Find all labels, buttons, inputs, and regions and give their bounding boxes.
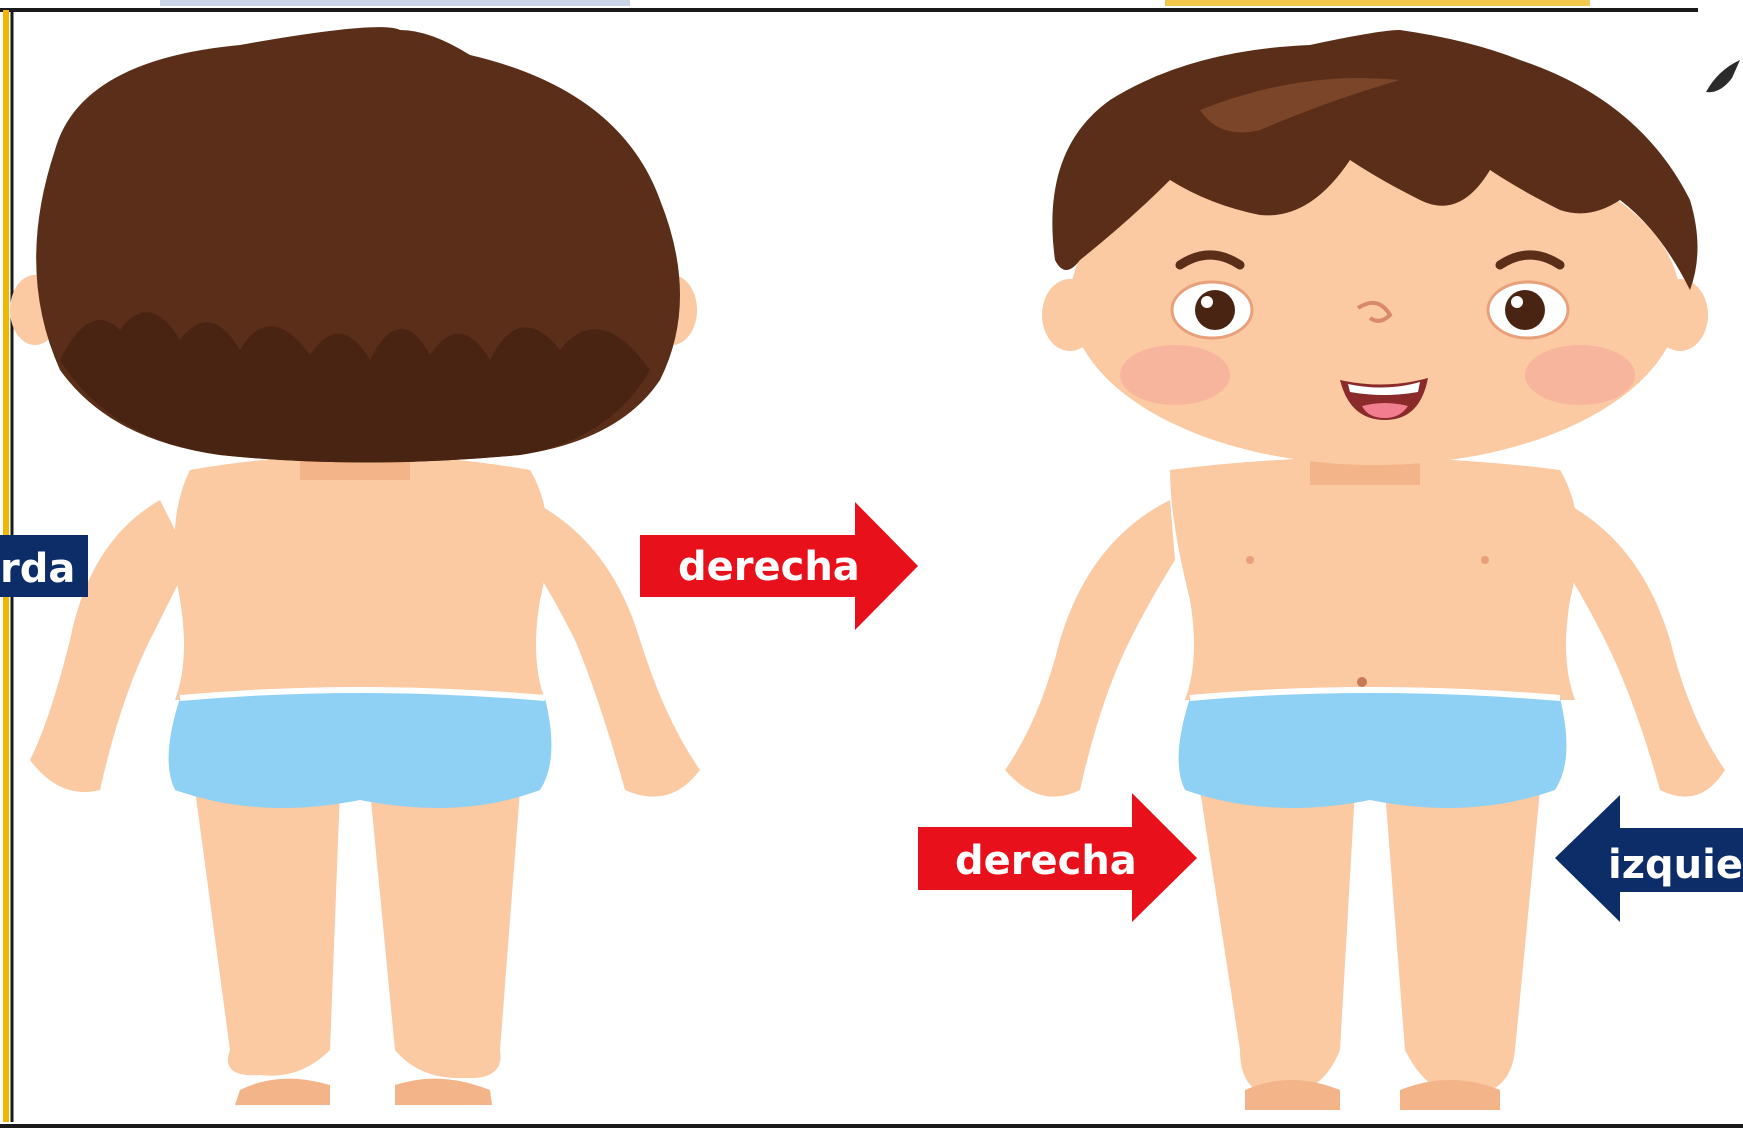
back-torso [174, 455, 548, 700]
front-eye-shine-right [1201, 296, 1213, 308]
front-eye-shine-left [1511, 296, 1523, 308]
front-cheek-right [1120, 345, 1230, 405]
label-front-right: derecha [918, 793, 1197, 922]
back-right-foot [395, 1079, 492, 1105]
front-right-arm [1005, 500, 1175, 797]
front-pupil-left [1505, 290, 1545, 330]
label-back-right: derecha [640, 502, 918, 630]
frame-top-tab-left [160, 0, 630, 6]
front-torso [1170, 458, 1578, 701]
child-front-view [1005, 30, 1725, 1110]
pen-tip-icon [1706, 60, 1740, 92]
label-back-right-text: derecha [678, 544, 860, 590]
front-nipple-left [1481, 556, 1489, 564]
front-right-leg [1200, 790, 1355, 1095]
child-back-view [10, 27, 700, 1105]
label-front-left-text: izquier [1608, 842, 1743, 888]
label-back-left: rda [0, 535, 88, 597]
front-pupil-right [1195, 290, 1235, 330]
front-left-arm [1560, 500, 1725, 797]
front-cheek-left [1525, 345, 1635, 405]
back-left-leg [195, 790, 340, 1076]
front-underwear [1179, 689, 1567, 808]
back-underwear [169, 689, 552, 808]
label-back-left-text: rda [0, 546, 75, 592]
front-belly-button [1357, 677, 1367, 687]
frame-top-tab-right [1165, 0, 1590, 6]
front-nipple-right [1246, 556, 1254, 564]
label-front-right-text: derecha [955, 838, 1137, 884]
label-front-left: izquier [1555, 795, 1743, 922]
front-left-leg [1385, 790, 1540, 1095]
back-left-foot [235, 1079, 330, 1105]
back-right-leg [370, 790, 520, 1078]
